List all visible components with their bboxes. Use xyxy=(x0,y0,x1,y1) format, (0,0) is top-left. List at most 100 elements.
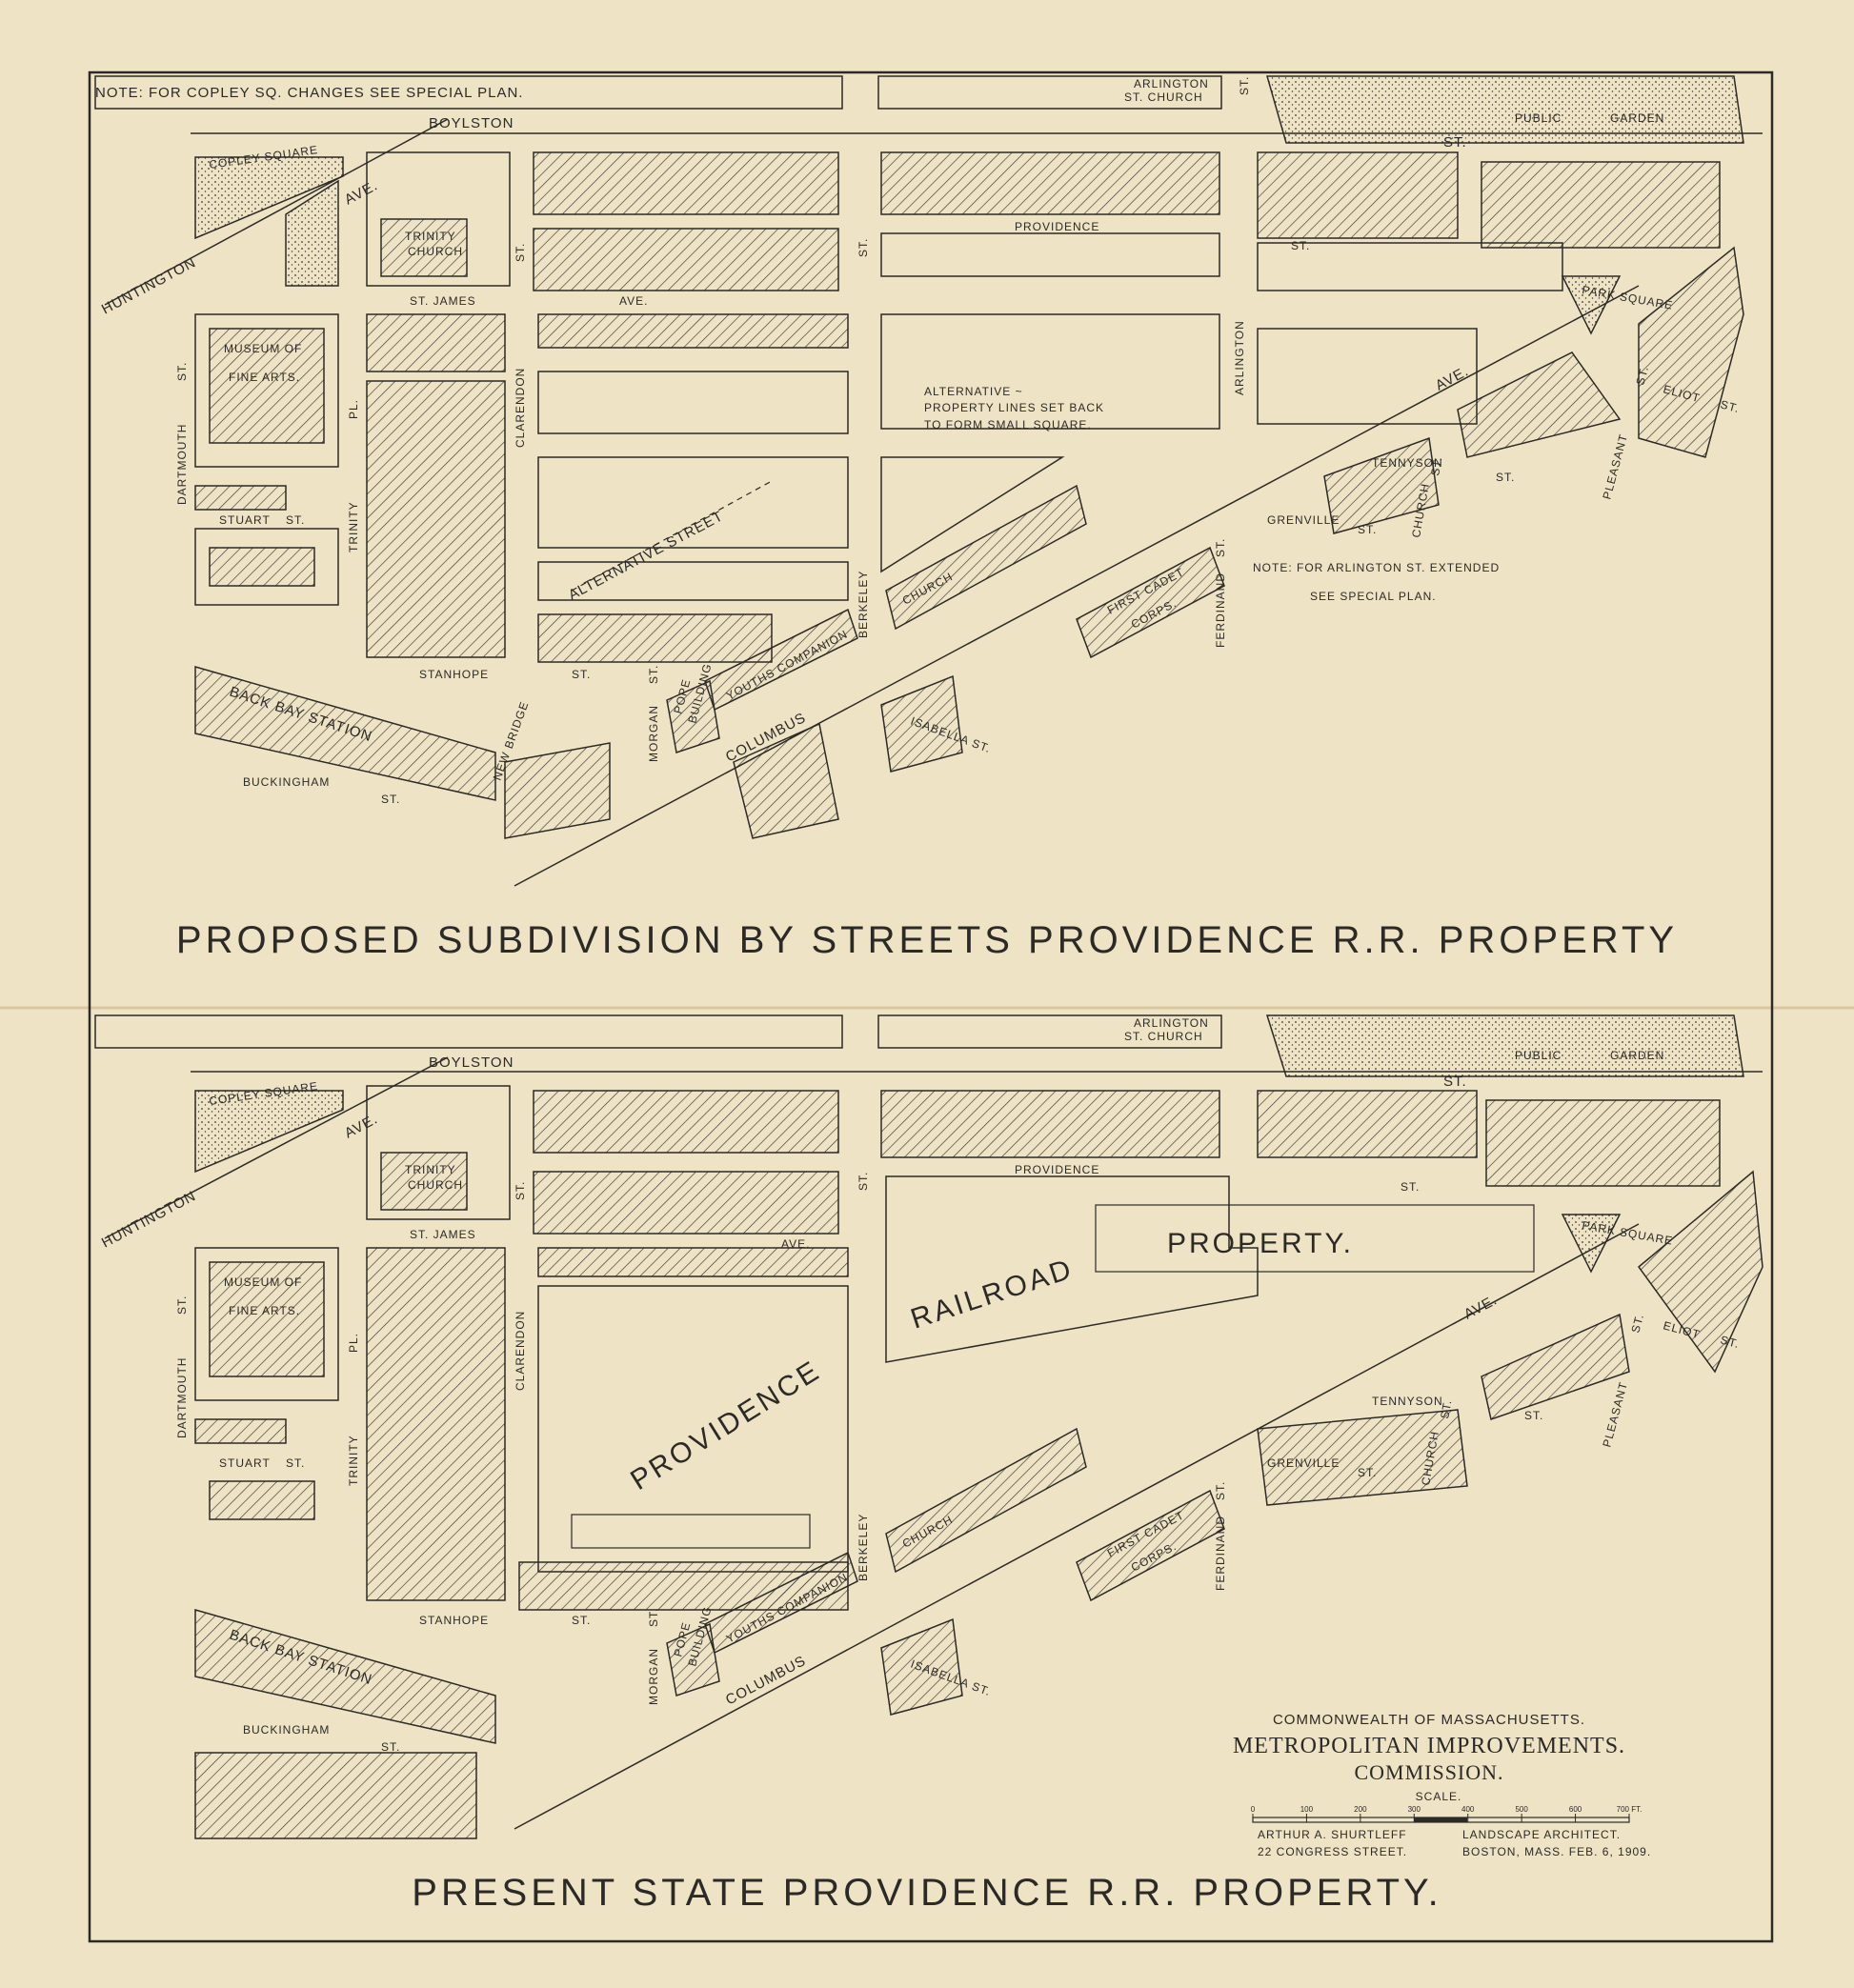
bottom-huntington-line xyxy=(104,1056,449,1239)
tennyson-block xyxy=(1323,436,1440,534)
label-dartmouth: DARTMOUTH xyxy=(175,424,189,505)
bottom-plan: BOYLSTON ST. HUNTINGTON AVE. ST. JAMES A… xyxy=(94,1014,1763,1914)
label-public-garden-1: PUBLIC xyxy=(1515,111,1562,125)
b-label-eliot-st: ST. xyxy=(1719,1333,1741,1351)
columbus-line xyxy=(514,285,1640,887)
b-label-trinity: TRINITY xyxy=(347,1435,360,1486)
b-label-clarendon: CLARENDON xyxy=(514,1311,527,1391)
scale-bar-fill xyxy=(1414,1817,1467,1822)
museum-block xyxy=(194,313,339,468)
bottom-block-boylston-4 xyxy=(1485,1099,1721,1187)
block-boylston-4 xyxy=(1481,161,1721,249)
copley-triangle xyxy=(285,179,339,287)
bottom-block-eliot xyxy=(1637,1170,1763,1374)
label-tennyson: TENNYSON xyxy=(1372,456,1443,470)
block-st-james-1 xyxy=(366,313,506,372)
legend-commonwealth: COMMONWEALTH OF MASSACHUSETTS. xyxy=(1273,1712,1585,1728)
top-plan-title: PROPOSED SUBDIVISION BY STREETS PROVIDEN… xyxy=(176,919,1678,961)
bottom-tennyson-block xyxy=(1257,1409,1468,1506)
note-copley: NOTE: FOR COPLEY SQ. CHANGES SEE SPECIAL… xyxy=(95,85,523,101)
scale-tick-label: 700 FT. xyxy=(1617,1805,1642,1814)
bottom-strip-left xyxy=(94,1014,843,1049)
scale-tick-label: 200 xyxy=(1354,1805,1367,1814)
scale-tick-label: 0 xyxy=(1251,1805,1256,1814)
isabella-block xyxy=(880,674,963,773)
block-park-sq-1 xyxy=(1257,242,1563,291)
label-berkeley: BERKELEY xyxy=(856,571,870,638)
bottom-museum-block xyxy=(194,1247,339,1401)
rr-shed xyxy=(571,1514,811,1549)
b-label-museum-1: MUSEUM OF xyxy=(224,1275,302,1289)
b-label-dartmouth: DARTMOUTH xyxy=(175,1357,189,1438)
label-stanhope: STANHOPE xyxy=(419,668,489,681)
alt-property-1: ALTERNATIVE ~ xyxy=(924,385,1023,398)
label-ferdinand-st: ST. xyxy=(1214,538,1227,557)
back-bay-station-block xyxy=(194,666,496,801)
bottom-trinity-block xyxy=(366,1085,511,1220)
trinity-church-block xyxy=(366,151,511,287)
label-stuart-st: ST. xyxy=(286,513,305,527)
b-label-stuart: STUART xyxy=(219,1456,271,1470)
block-trinity-pl xyxy=(366,380,506,658)
label-berkeley-st: ST. xyxy=(856,238,870,257)
block-new-4 xyxy=(880,313,1220,430)
label-clarendon: CLARENDON xyxy=(514,368,527,448)
scale-tick-label: 400 xyxy=(1461,1805,1475,1814)
b-label-trinity-church-2: CHURCH xyxy=(408,1178,463,1192)
legend-commission-1: METROPOLITAN IMPROVEMENTS. xyxy=(1233,1734,1625,1758)
note-arlington-1: NOTE: FOR ARLINGTON ST. EXTENDED xyxy=(1253,561,1500,574)
block-providence-2 xyxy=(880,232,1220,277)
block-boylston-1 xyxy=(533,151,839,215)
alt-property-2: PROPERTY LINES SET BACK xyxy=(924,401,1104,414)
scale-tick-label: 100 xyxy=(1300,1805,1314,1814)
first-cadet-block xyxy=(1076,546,1225,659)
label-trinity-pl: PL. xyxy=(347,399,360,419)
label-buckingham-st: ST. xyxy=(381,793,400,806)
pope-building-block xyxy=(666,679,720,753)
huntington-line xyxy=(104,118,449,306)
bottom-block-boylston-3 xyxy=(1257,1090,1478,1158)
b-label-arlington-church-1: ARLINGTON xyxy=(1134,1016,1209,1030)
b-label-public-garden-2: GARDEN xyxy=(1610,1049,1664,1062)
label-church-st: ST. xyxy=(1428,455,1444,476)
b-label-morgan: MORGAN xyxy=(647,1648,660,1705)
b-label-arlington-church-2: ST. CHURCH xyxy=(1124,1030,1203,1043)
b-label-public-garden-1: PUBLIC xyxy=(1515,1049,1562,1062)
label-museum-2: FINE ARTS. xyxy=(229,371,300,384)
block-new-1 xyxy=(537,371,849,434)
alt-property-3: TO FORM SMALL SQUARE. xyxy=(924,418,1092,432)
block-pleasant xyxy=(1457,351,1622,458)
label-stuart: STUART xyxy=(219,513,271,527)
alternative-street-line xyxy=(571,480,773,592)
small-building-1 xyxy=(194,485,287,511)
trinity-church-building xyxy=(380,218,468,277)
b-label-buckingham-st: ST. xyxy=(381,1740,400,1754)
b-label-grenville: GRENVILLE xyxy=(1267,1456,1340,1470)
church-block xyxy=(885,484,1087,631)
label-morgan-st: ST. xyxy=(647,665,660,684)
label-providence: PROVIDENCE xyxy=(1015,220,1099,233)
b-label-tennyson: TENNYSON xyxy=(1372,1395,1443,1408)
stuart-building xyxy=(209,547,315,587)
label-arlington: ARLINGTON xyxy=(1233,320,1246,395)
b-label-tennyson-st: ST. xyxy=(1524,1409,1543,1422)
label-boylston-st: ST. xyxy=(1443,134,1467,151)
block-stuart xyxy=(194,528,339,606)
block-new-6 xyxy=(1257,328,1478,425)
label-public-garden-2: GARDEN xyxy=(1610,111,1664,125)
bottom-block-boylston-1 xyxy=(533,1090,839,1154)
bottom-plan-title: PRESENT STATE PROVIDENCE R.R. PROPERTY. xyxy=(412,1872,1441,1914)
rr-station-building xyxy=(1095,1204,1535,1273)
bottom-church-block xyxy=(885,1427,1087,1574)
b-label-clarendon-st: ST. xyxy=(514,1181,527,1200)
label-stanhope-st: ST. xyxy=(572,668,591,681)
label-arlington-church-2: ST. CHURCH xyxy=(1124,90,1203,104)
label-buckingham: BUCKINGHAM xyxy=(243,775,330,789)
bottom-park-square-triangle xyxy=(1561,1214,1622,1274)
park-square-triangle xyxy=(1561,275,1622,335)
bottom-buckingham-block xyxy=(194,1752,477,1839)
b-label-st-james: ST. JAMES xyxy=(410,1228,476,1241)
